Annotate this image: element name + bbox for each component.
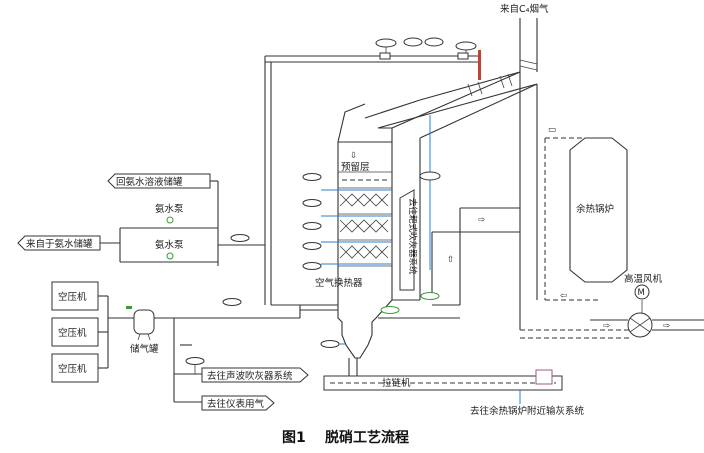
high-temp-fan-label: 高温风机 xyxy=(624,273,663,285)
svg-text:⇧: ⇧ xyxy=(447,255,454,265)
flue-gas-outlet-duct: ⇨ ⇧ xyxy=(378,71,538,330)
compressor-1-label: 空压机 xyxy=(58,291,87,303)
gas-tank-label: 储气罐 xyxy=(130,343,159,355)
fan-motor: M xyxy=(634,284,650,300)
to-sonic-arrow xyxy=(201,367,309,383)
injection-pipe xyxy=(478,50,481,80)
sootblowers-left xyxy=(302,173,392,270)
ammonia-pump-1-label: 氨水泵 xyxy=(155,203,184,215)
high-temp-fan: ⇨ xyxy=(590,300,704,338)
to-sonic-label: 去往声波吹灰器系统 xyxy=(207,370,293,382)
figure-title: 脱硝工艺流程 xyxy=(325,429,409,446)
compressed-air-lines xyxy=(154,298,345,403)
catalyst-layers xyxy=(338,171,392,267)
ammonia-return-label: 回氨水溶液储罐 xyxy=(116,176,183,188)
ammonia-pump-2-label: 氨水泵 xyxy=(155,239,184,251)
ammonia-pump-piping xyxy=(100,216,265,263)
chain-conveyor-label: 拉链机 xyxy=(382,377,411,389)
compressor-units xyxy=(51,281,134,383)
waste-heat-boiler: ▭ ⇦ ⇨ xyxy=(520,125,630,339)
waste-heat-boiler-label: 余热锅炉 xyxy=(576,203,614,215)
to-instrument-label: 去往仪表用气 xyxy=(207,398,265,410)
scr-reactor: ⇩ xyxy=(337,103,393,380)
chain-conveyor xyxy=(323,369,563,404)
ammonia-source-label: 来自于氨水储罐 xyxy=(26,238,93,250)
compressor-3-label: 空压机 xyxy=(58,363,87,375)
svg-text:⇨: ⇨ xyxy=(663,321,670,331)
svg-text:⇩: ⇩ xyxy=(350,151,357,161)
to-boiler-ash-label: 去往余热锅炉附近输灰系统 xyxy=(470,405,585,417)
flue-gas-inlet-label: 来自C₄烟气 xyxy=(500,3,549,15)
figure-number: 图1 xyxy=(282,430,306,446)
rake-system-box xyxy=(399,189,415,291)
svg-text:▭: ▭ xyxy=(548,125,556,135)
compressor-2-label: 空压机 xyxy=(58,327,87,339)
flue-gas-inlet-duct xyxy=(364,18,538,129)
reserve-layer-label: 预留层 xyxy=(341,161,370,173)
svg-text:⇨: ⇨ xyxy=(478,215,485,225)
rake-system-label: 去往耙式吹灰器系统 xyxy=(407,198,418,275)
svg-text:⇨: ⇨ xyxy=(603,321,610,331)
motor-icon: M xyxy=(638,288,645,298)
gas-tank xyxy=(126,306,155,341)
to-instrument-arrow xyxy=(201,395,275,411)
air-exchanger-label: 空气换热器 xyxy=(315,277,363,289)
top-instrument-line xyxy=(264,37,478,305)
svg-text:⇦: ⇦ xyxy=(560,291,567,301)
